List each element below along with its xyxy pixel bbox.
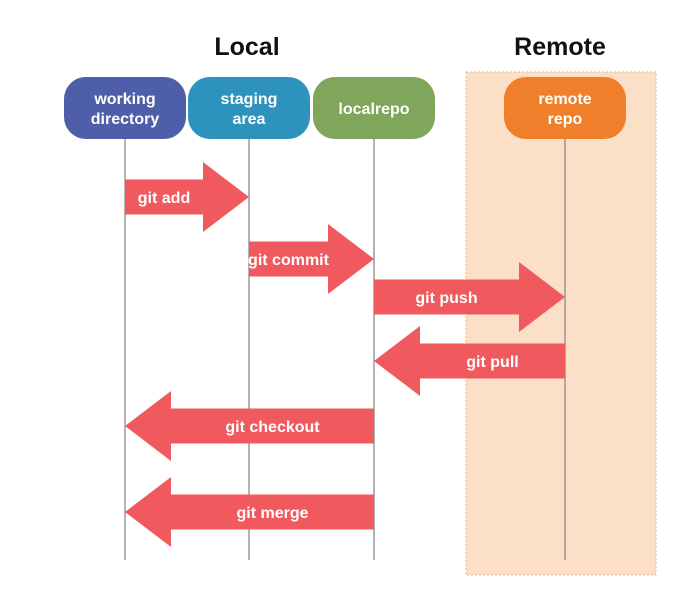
arrow-label: git pull xyxy=(466,354,518,371)
node-label: staging xyxy=(221,91,278,108)
remote-section-title: Remote xyxy=(514,33,606,61)
remote-repo-node: remote repo xyxy=(504,77,626,139)
arrow-label: git checkout xyxy=(225,419,320,436)
header-layer: Local Remote xyxy=(214,33,606,61)
arrow-git-push: git push xyxy=(374,262,565,332)
arrow-git-merge: git merge xyxy=(125,477,374,547)
arrow-shape xyxy=(374,262,565,332)
arrow-label: git merge xyxy=(236,505,308,522)
arrow-layer: git add git commit git push git pull git che… xyxy=(125,162,565,547)
node-label: remote xyxy=(538,91,591,108)
arrow-shape xyxy=(125,477,374,547)
node-label: directory xyxy=(91,111,160,128)
node-layer: working directory staging area localrepo remo… xyxy=(64,77,626,139)
arrow-shape xyxy=(249,224,374,294)
arrow-git-checkout: git checkout xyxy=(125,391,374,461)
arrow-label: git commit xyxy=(248,252,330,269)
node-label: area xyxy=(233,111,266,128)
zone-layer xyxy=(465,71,657,576)
node-box xyxy=(504,77,626,139)
node-box xyxy=(64,77,186,139)
node-label: repo xyxy=(548,111,583,128)
arrow-label: git add xyxy=(138,190,190,207)
arrow-git-commit: git commit xyxy=(248,224,374,294)
working-directory-node: working directory xyxy=(64,77,186,139)
arrow-shape xyxy=(125,162,249,232)
localrepo-node: localrepo xyxy=(313,77,435,139)
arrow-shape xyxy=(374,326,565,396)
node-box xyxy=(188,77,310,139)
node-label: localrepo xyxy=(338,101,409,118)
arrow-shape xyxy=(125,391,374,461)
staging-area-node: staging area xyxy=(188,77,310,139)
local-section-title: Local xyxy=(214,33,279,61)
arrow-git-pull: git pull xyxy=(374,326,565,396)
node-box xyxy=(313,77,435,139)
remote-zone-background xyxy=(465,71,657,576)
node-label: working xyxy=(93,91,155,108)
arrow-git-add: git add xyxy=(125,162,249,232)
arrow-label: git push xyxy=(415,290,477,307)
